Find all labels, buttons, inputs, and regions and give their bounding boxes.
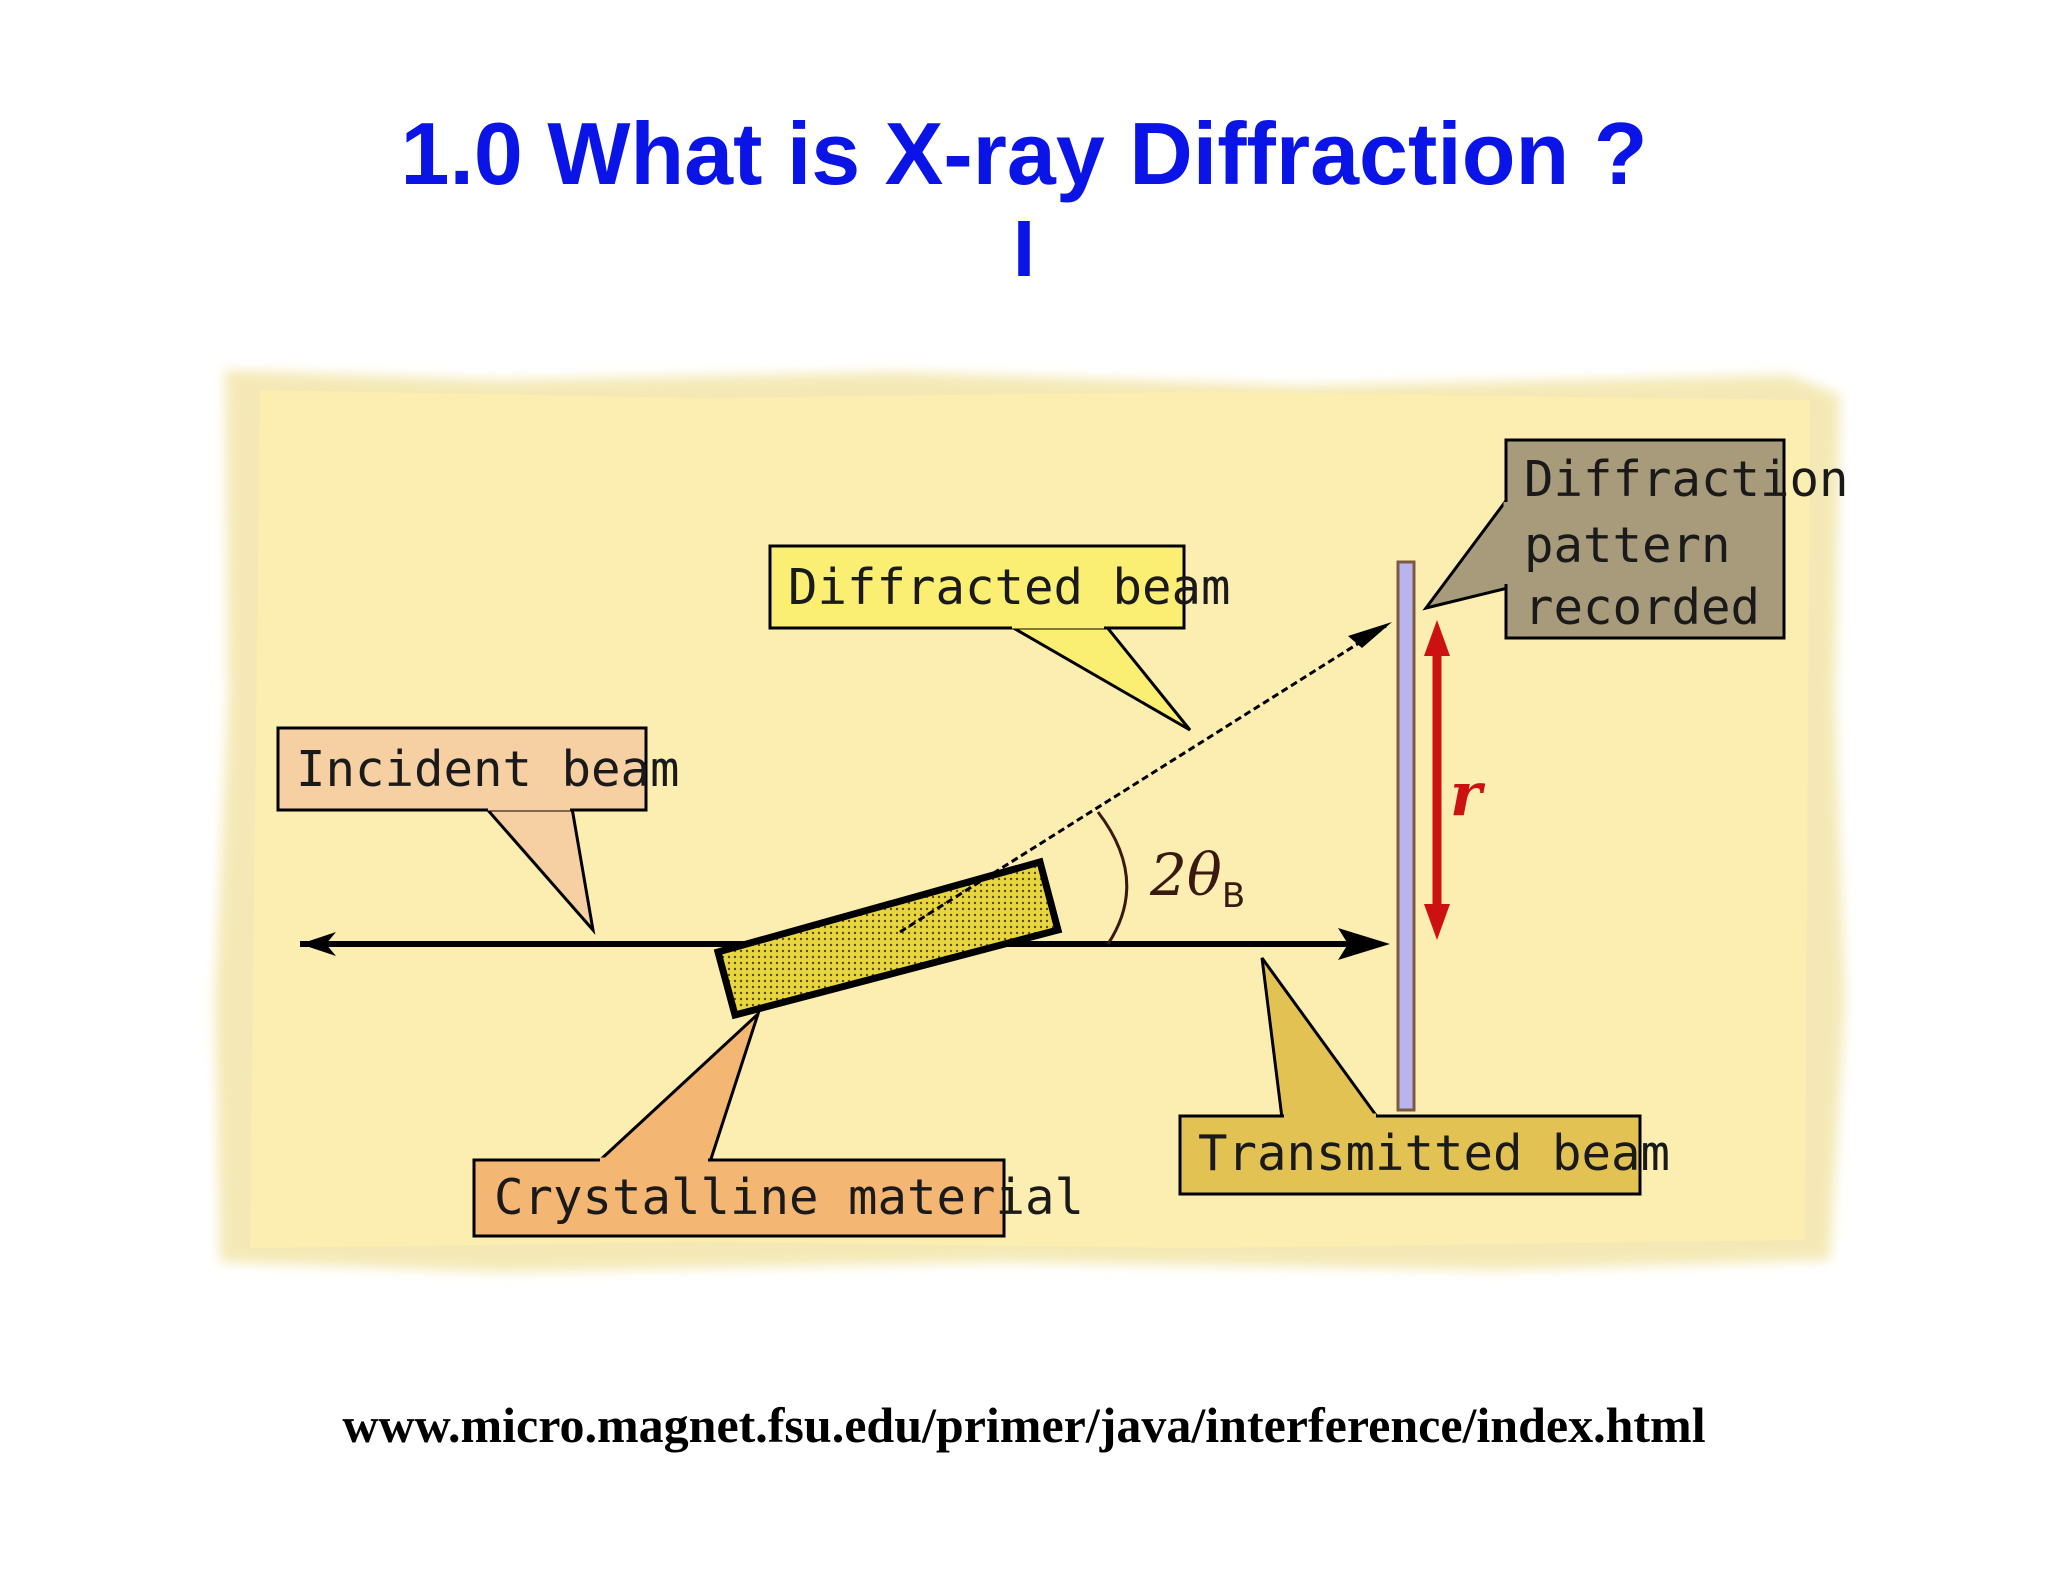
crystalline-material-callout: Crystalline material [472,1008,1084,1238]
transmitted-beam-label: Transmitted beam [1198,1125,1670,1182]
slide-title: 1.0 What is X-ray Diffraction ? [400,104,1648,203]
crystalline-material-label: Crystalline material [494,1169,1084,1226]
angle-symbol: 2θ [1149,841,1222,909]
incident-beam-label: Incident beam [296,741,680,798]
diffracted-beam-callout: Diffracted beam [768,544,1231,732]
diffraction-pattern-label-line1: Diffraction [1524,451,1849,508]
detector-plate [1396,560,1416,1112]
radius-arrow [1424,620,1450,940]
angle-label: 2θB [1149,841,1245,916]
diffraction-pattern-label-line3: recorded [1524,579,1760,636]
radius-label: r [1450,760,1486,830]
crystal-sample [713,857,1063,1020]
diffracted-beam-label: Diffracted beam [788,559,1231,616]
diffraction-pattern-label-line2: pattern [1524,517,1731,574]
incident-beam-callout: Incident beam [276,726,680,935]
transmitted-beam-callout: Transmitted beam [1178,957,1670,1196]
text-cursor-glyph: I [1012,204,1036,293]
angle-subscript: B [1222,876,1245,916]
source-url: www.micro.magnet.fsu.edu/primer/java/int… [342,1397,1706,1453]
diffracted-beam-line [899,622,1392,934]
diffraction-pattern-callout: Diffraction pattern recorded [1422,438,1849,640]
angle-arc [1096,811,1129,945]
slide-title-block: 1.0 What is X-ray Diffraction ? I [0,104,2048,294]
